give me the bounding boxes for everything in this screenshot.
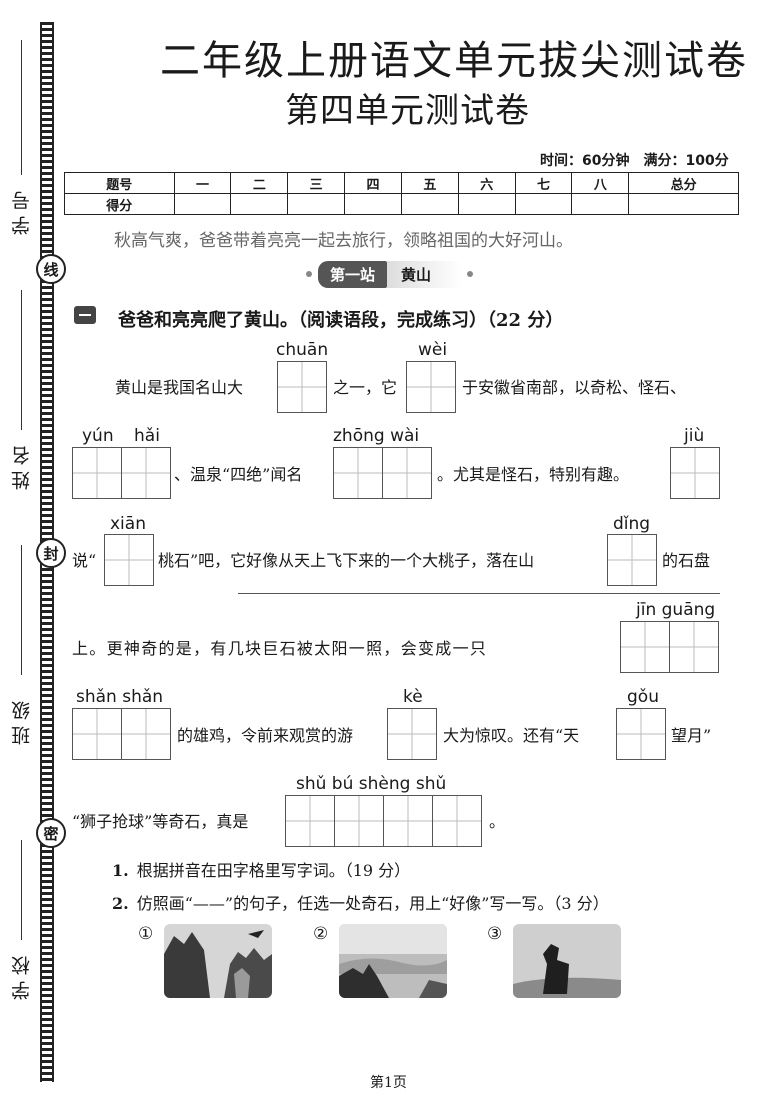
photo-label: ①: [138, 924, 154, 944]
station-banner: 第一站 黄山: [300, 260, 479, 288]
score-input[interactable]: [400, 193, 459, 215]
pinyin: wèi: [418, 340, 448, 360]
passage-text: 。尤其是怪石，特别有趣。: [437, 465, 630, 484]
passage-text: 说“: [72, 551, 97, 570]
question-text: 根据拼音在田字格里写字词。（19 分）: [136, 861, 411, 880]
passage-text: 望月”: [671, 726, 712, 745]
pinyin: jiù: [684, 426, 705, 446]
page-subtitle: 第四单元测试卷: [285, 91, 530, 131]
tianzige-box[interactable]: [607, 534, 657, 586]
sea-of-clouds-photo: [339, 924, 447, 998]
score-input[interactable]: [287, 193, 346, 215]
question-text: 仿照画“——”的句子，任选一处奇石，用上“好像”写一写。（3 分）: [136, 894, 609, 913]
exam-meta: 时间：60分钟 满分：100分: [540, 153, 729, 169]
tianzige-box[interactable]: [387, 708, 437, 760]
score-cell: 七: [514, 172, 573, 194]
pinyin: jīn guāng: [636, 600, 716, 620]
passage-text: 、温泉“四绝”闻名: [174, 465, 303, 484]
score-table: 题号 一 二 三 四 五 六 七 八 总分 得分: [64, 172, 739, 215]
passage-text: 黄山是我国名山大: [115, 378, 244, 397]
pinyin: shǔ bú shèng shǔ: [296, 774, 447, 794]
score-input[interactable]: [173, 193, 232, 215]
tianzige-box[interactable]: [285, 795, 482, 847]
underline-mark: [238, 593, 720, 594]
passage-text: 桃石”吧，它好像从天上飞下来的一个大桃子，落在山: [158, 551, 535, 570]
question-number: 2.: [112, 894, 129, 913]
score-cell: 得分: [64, 193, 175, 215]
score-value-row: 得分: [64, 193, 739, 215]
score-cell: 三: [287, 172, 346, 194]
tianzige-box[interactable]: [104, 534, 154, 586]
tianzige-box[interactable]: [72, 447, 171, 499]
binding-line: [21, 840, 22, 940]
pinyin: hǎi: [134, 426, 160, 446]
tianzige-box[interactable]: [72, 708, 171, 760]
tianzige-box[interactable]: [277, 361, 327, 413]
label-student-number: 学号: [11, 185, 33, 235]
dot-icon: [467, 271, 474, 277]
seal-mi: 密: [36, 818, 66, 848]
score-input[interactable]: [230, 193, 289, 215]
pinyin: yún: [82, 426, 114, 446]
score-cell: 二: [230, 172, 289, 194]
section-title: 爸爸和亮亮爬了黄山。（阅读语段，完成练习）（22 分）: [118, 310, 564, 331]
rock-silhouette-photo: [513, 924, 621, 998]
seal-xian: 线: [36, 254, 66, 284]
pinyin: dǐng: [613, 514, 651, 534]
score-input[interactable]: [457, 193, 516, 215]
score-input[interactable]: [344, 193, 402, 215]
tianzige-box[interactable]: [616, 708, 666, 760]
page-title: 二年级上册语文单元拔尖测试卷: [160, 38, 748, 84]
pinyin: xiān: [110, 514, 146, 534]
score-header-row: 题号 一 二 三 四 五 六 七 八 总分: [64, 172, 739, 194]
passage-text: 之一，它: [333, 378, 398, 397]
pinyin: shǎn shǎn: [76, 687, 164, 707]
pinyin: kè: [403, 687, 423, 707]
score-cell: 五: [400, 172, 459, 194]
label-class: 班级: [11, 695, 33, 745]
passage-text: 上。更神奇的是，有几块巨石被太阳一照，会变成一只: [72, 639, 488, 658]
passage-text: “狮子抢球”等奇石，真是: [72, 812, 249, 831]
score-input[interactable]: [571, 193, 630, 215]
score-cell: 四: [344, 172, 402, 194]
score-input[interactable]: [514, 193, 573, 215]
passage-text: 于安徽省南部，以奇松、怪石、: [462, 378, 687, 397]
station-tag: 第一站: [318, 260, 388, 288]
score-cell: 一: [173, 172, 232, 194]
score-cell: 六: [457, 172, 516, 194]
question-1: 1. 根据拼音在田字格里写字词。（19 分）: [112, 857, 410, 881]
passage-text: 的石盘: [662, 551, 711, 570]
passage-text: 的雄鸡，令前来观赏的游: [177, 726, 354, 745]
huangshan-peaks-photo: [164, 924, 272, 998]
label-school: 学校: [11, 950, 33, 1000]
question-2: 2. 仿照画“——”的句子，任选一处奇石，用上“好像”写一写。（3 分）: [112, 890, 609, 914]
tianzige-box[interactable]: [670, 447, 720, 499]
binding-line: [21, 40, 22, 175]
intro-text: 秋高气爽，爸爸带着亮亮一起去旅行，领略祖国的大好河山。: [114, 231, 573, 251]
question-number: 1.: [112, 861, 129, 880]
pinyin: chuān: [276, 340, 329, 360]
binding-line: [21, 290, 22, 430]
score-input[interactable]: [628, 193, 739, 215]
tianzige-box[interactable]: [333, 447, 432, 499]
passage-text: 。: [489, 812, 506, 831]
binding-line: [21, 545, 22, 675]
photo-label: ③: [487, 924, 503, 944]
tianzige-box[interactable]: [406, 361, 456, 413]
section-one-icon: [74, 306, 96, 324]
page-number: 第1页: [370, 1075, 407, 1091]
tianzige-box[interactable]: [620, 621, 719, 673]
pinyin: zhōng wài: [333, 426, 420, 446]
passage-text: 大为惊叹。还有“天: [443, 726, 580, 745]
score-cell: 八: [571, 172, 630, 194]
pinyin: gǒu: [627, 687, 659, 707]
station-name: 黄山: [387, 260, 462, 288]
score-cell: 题号: [64, 172, 175, 194]
seal-feng: 封: [36, 538, 66, 568]
label-name: 姓名: [11, 440, 33, 490]
dot-icon: [306, 271, 312, 277]
photo-label: ②: [313, 924, 329, 944]
score-cell: 总分: [628, 172, 739, 194]
